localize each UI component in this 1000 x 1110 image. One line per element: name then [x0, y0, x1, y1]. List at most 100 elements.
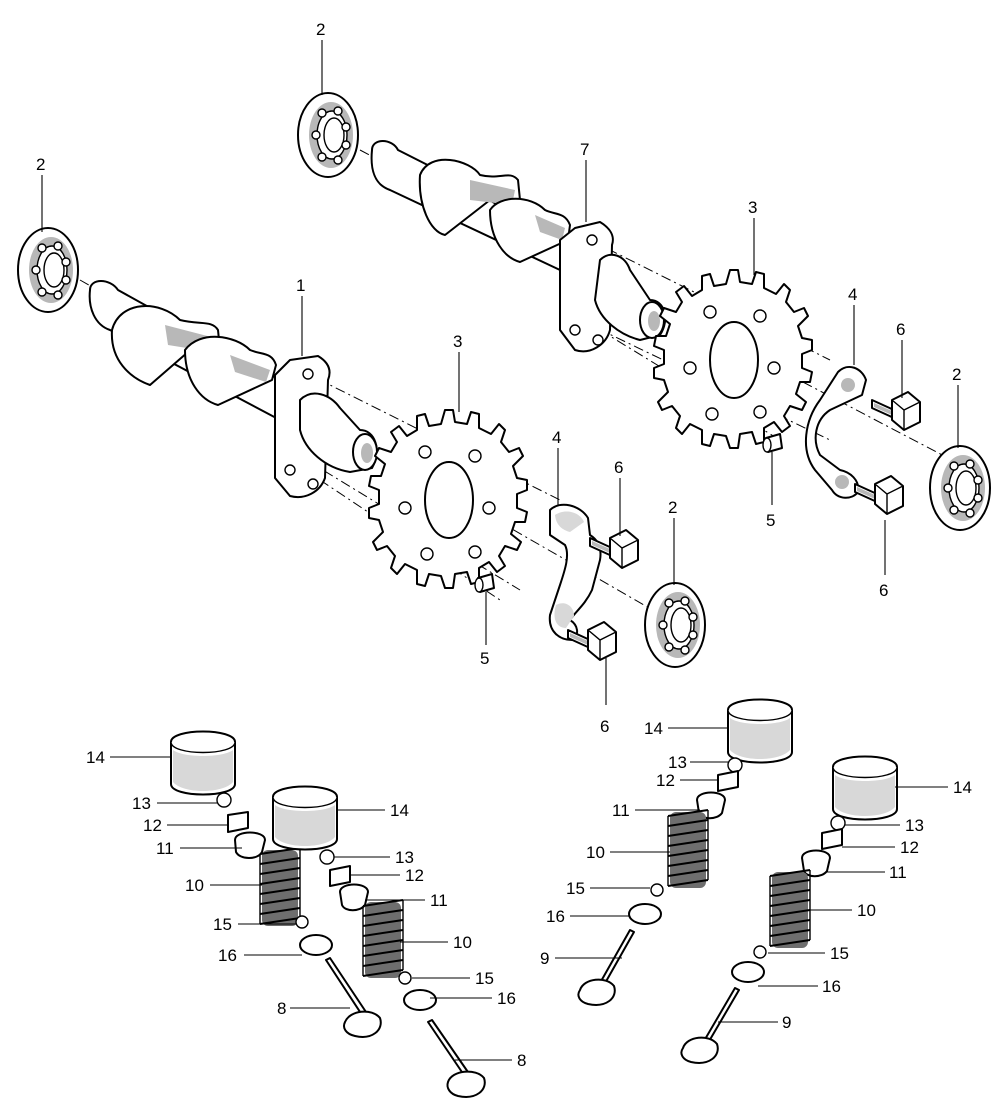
callout-3: 3 [453, 332, 462, 351]
callout-2: 2 [668, 498, 677, 517]
dowel-pin-lower [474, 573, 495, 593]
callout-16: 16 [497, 989, 516, 1008]
callout-16: 16 [218, 946, 237, 965]
leader-lines [41, 40, 959, 1061]
spring-seat-d [731, 961, 765, 983]
valve-d [680, 987, 740, 1064]
callout-12: 12 [656, 771, 675, 790]
callout-1: 1 [296, 276, 305, 295]
callout-6: 6 [879, 581, 888, 600]
callout-9: 9 [782, 1013, 791, 1032]
bolt-upper-a [871, 391, 921, 431]
callout-7: 7 [580, 140, 589, 159]
callout-15: 15 [475, 969, 494, 988]
callout-14: 14 [86, 748, 105, 767]
callout-16: 16 [822, 977, 841, 996]
collets-b [329, 865, 351, 887]
shim-a [216, 792, 232, 808]
dowel-pin-upper [762, 433, 783, 453]
callout-4: 4 [848, 285, 857, 304]
callout-11: 11 [889, 863, 907, 882]
spring-seat-a [299, 934, 333, 956]
callout-10: 10 [185, 876, 204, 895]
callout-6: 6 [614, 458, 623, 477]
collets-d [821, 828, 843, 850]
callout-12: 12 [143, 816, 162, 835]
bolt-upper-b [854, 475, 904, 515]
callout-10: 10 [453, 933, 472, 952]
callout-16: 16 [546, 907, 565, 926]
callout-6: 6 [600, 717, 609, 736]
valve-a [325, 957, 382, 1038]
shim-b [319, 849, 335, 865]
callout-8: 8 [277, 999, 286, 1018]
callout-5: 5 [766, 511, 775, 530]
camshaft-assembly-lower [17, 227, 706, 668]
callout-11: 11 [156, 839, 174, 858]
bearing-lower-right [644, 582, 706, 668]
callout-6: 6 [896, 320, 905, 339]
collets-c [717, 770, 739, 792]
callout-12: 12 [405, 866, 424, 885]
callout-14: 14 [644, 719, 663, 738]
callout-15: 15 [830, 944, 849, 963]
shim-c [727, 757, 743, 773]
valve-c [577, 929, 635, 1006]
callout-13: 13 [668, 753, 687, 772]
camshaft-assembly-upper [297, 92, 991, 531]
callout-15: 15 [566, 879, 585, 898]
callout-11: 11 [612, 801, 630, 820]
bearing-top-right [929, 445, 991, 531]
callout-11: 11 [430, 891, 448, 910]
callout-2: 2 [952, 365, 961, 384]
spring-seat-b [403, 989, 437, 1011]
sprocket-lower [368, 409, 528, 589]
callout-10: 10 [586, 843, 605, 862]
valve-spring-d [769, 869, 811, 949]
tappet-c [727, 698, 793, 764]
retainer-plate-upper [804, 365, 867, 499]
callout-15: 15 [213, 915, 232, 934]
valve-spring-b [362, 899, 404, 979]
tappet-a [170, 730, 236, 796]
callout-13: 13 [395, 848, 414, 867]
valve-group-d [680, 755, 898, 1064]
callout-5: 5 [480, 649, 489, 668]
callout-12: 12 [900, 838, 919, 857]
shim-d [830, 815, 846, 831]
callout-10: 10 [857, 901, 876, 920]
spring-retainer-a [234, 831, 266, 859]
callout-14: 14 [953, 778, 972, 797]
bearing-top-left [297, 92, 359, 178]
bearing-lower-left [17, 227, 79, 313]
callout-labels: 2 2 7 3 1 4 6 2 3 4 6 2 5 6 5 6 14 13 12… [36, 20, 972, 1070]
valve-seal-b [398, 971, 412, 985]
sprocket-upper [653, 269, 813, 449]
callout-4: 4 [552, 428, 561, 447]
valve-seal-a [295, 915, 309, 929]
callout-9: 9 [540, 949, 549, 968]
valve-group-c [577, 698, 793, 1006]
valve-spring-c [667, 809, 709, 889]
callout-13: 13 [905, 816, 924, 835]
valve-b [427, 1019, 486, 1098]
valve-seal-c [650, 883, 664, 897]
collets-a [227, 811, 249, 833]
valve-group-a [170, 730, 382, 1038]
valve-spring-a [259, 847, 301, 927]
spring-seat-c [628, 903, 662, 925]
valve-group-b [272, 785, 486, 1098]
callout-2: 2 [36, 155, 45, 174]
valve-seal-d [753, 945, 767, 959]
callout-3: 3 [748, 198, 757, 217]
callout-13: 13 [132, 794, 151, 813]
tappet-b [272, 785, 338, 851]
camshaft-upper [370, 140, 667, 353]
callout-2: 2 [316, 20, 325, 39]
camshaft-lower [88, 280, 378, 498]
tappet-d [832, 755, 898, 821]
callout-14: 14 [390, 801, 409, 820]
retainer-plate-lower [548, 503, 602, 641]
callout-8: 8 [517, 1051, 526, 1070]
